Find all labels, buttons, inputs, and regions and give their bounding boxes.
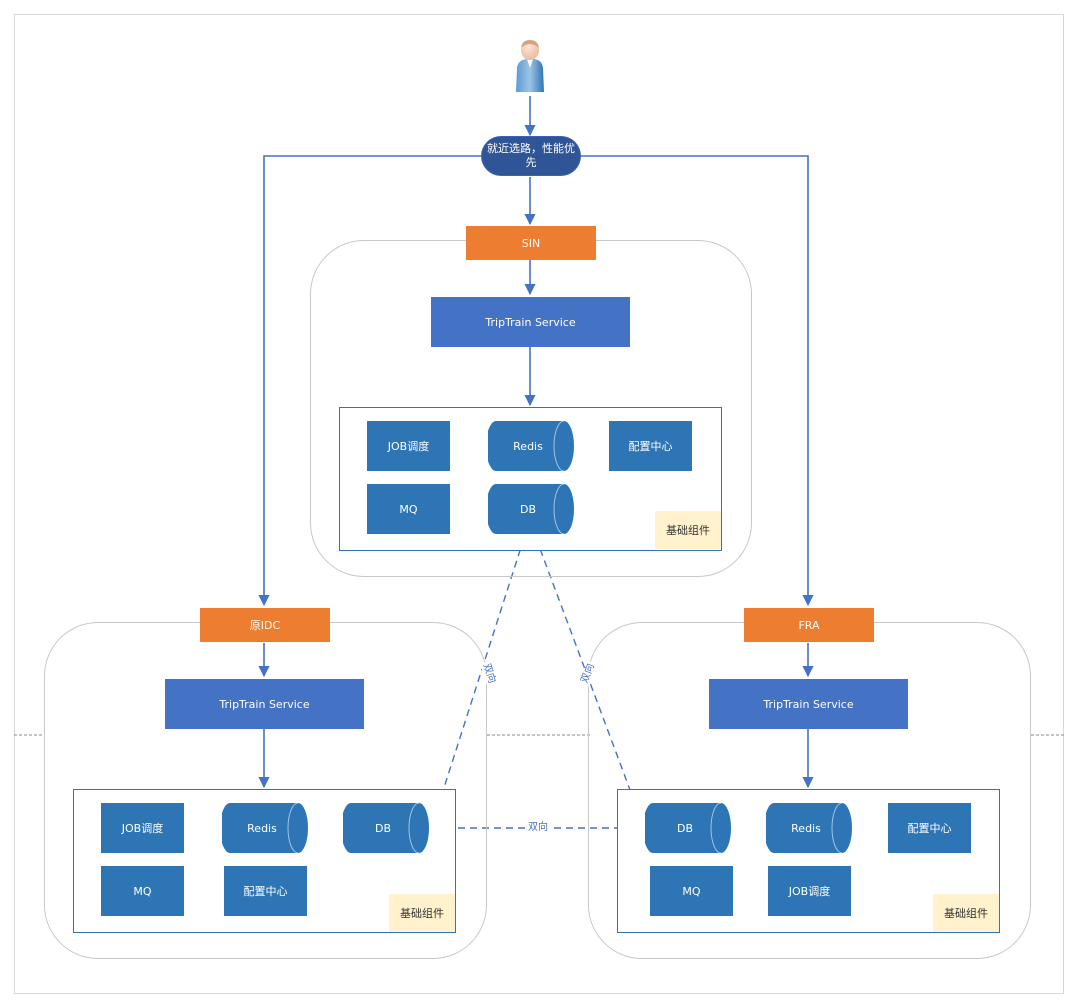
sin-mq: MQ — [367, 484, 450, 534]
arrow-router-idc — [258, 155, 482, 607]
cylinder-icon — [766, 803, 852, 853]
sin-config: 配置中心 — [609, 421, 692, 471]
cylinder-icon — [222, 803, 308, 853]
fra-infra-tag: 基础组件 — [933, 894, 999, 932]
idc-job: JOB调度 — [101, 803, 184, 853]
link-label-idc-fra: 双向 — [525, 822, 551, 833]
fra-service: TripTrain Service — [709, 679, 908, 729]
idc-db-label: DB — [374, 821, 392, 835]
fra-redis: Redis — [766, 803, 854, 853]
sin-db: DB — [488, 484, 576, 534]
sin-service: TripTrain Service — [431, 297, 630, 347]
sin-db-label: DB — [519, 502, 537, 516]
fra-config: 配置中心 — [888, 803, 971, 853]
routing-node: 就近选路，性能优先 — [482, 137, 580, 175]
sin-job: JOB调度 — [367, 421, 450, 471]
sin-infra-tag: 基础组件 — [655, 511, 721, 549]
fra-redis-label: Redis — [791, 821, 821, 835]
site-label-sin: SIN — [466, 226, 596, 260]
sin-redis-label: Redis — [513, 439, 543, 453]
fra-mq: MQ — [650, 866, 733, 916]
fra-db-label: DB — [676, 821, 694, 835]
cylinder-icon — [488, 421, 574, 471]
idc-db: DB — [343, 803, 431, 853]
idc-redis-label: Redis — [247, 821, 277, 835]
sin-redis: Redis — [488, 421, 576, 471]
db-link-sin-fra — [534, 537, 644, 823]
cylinder-icon — [343, 803, 429, 853]
idc-config: 配置中心 — [224, 866, 307, 916]
db-link-sin-idc — [431, 537, 526, 823]
fra-db: DB — [645, 803, 733, 853]
cylinder-icon — [645, 803, 731, 853]
idc-mq: MQ — [101, 866, 184, 916]
fra-job: JOB调度 — [768, 866, 851, 916]
site-label-fra: FRA — [744, 608, 874, 642]
idc-service: TripTrain Service — [165, 679, 364, 729]
person-icon — [516, 40, 544, 92]
site-label-idc: 原IDC — [200, 608, 330, 642]
diagram-frame — [14, 14, 1064, 994]
arrow-router-fra — [580, 155, 814, 607]
cylinder-icon — [488, 484, 574, 534]
routing-node-label: 就近选路，性能优先 — [487, 142, 575, 169]
idc-redis: Redis — [222, 803, 310, 853]
idc-infra-tag: 基础组件 — [389, 894, 455, 932]
